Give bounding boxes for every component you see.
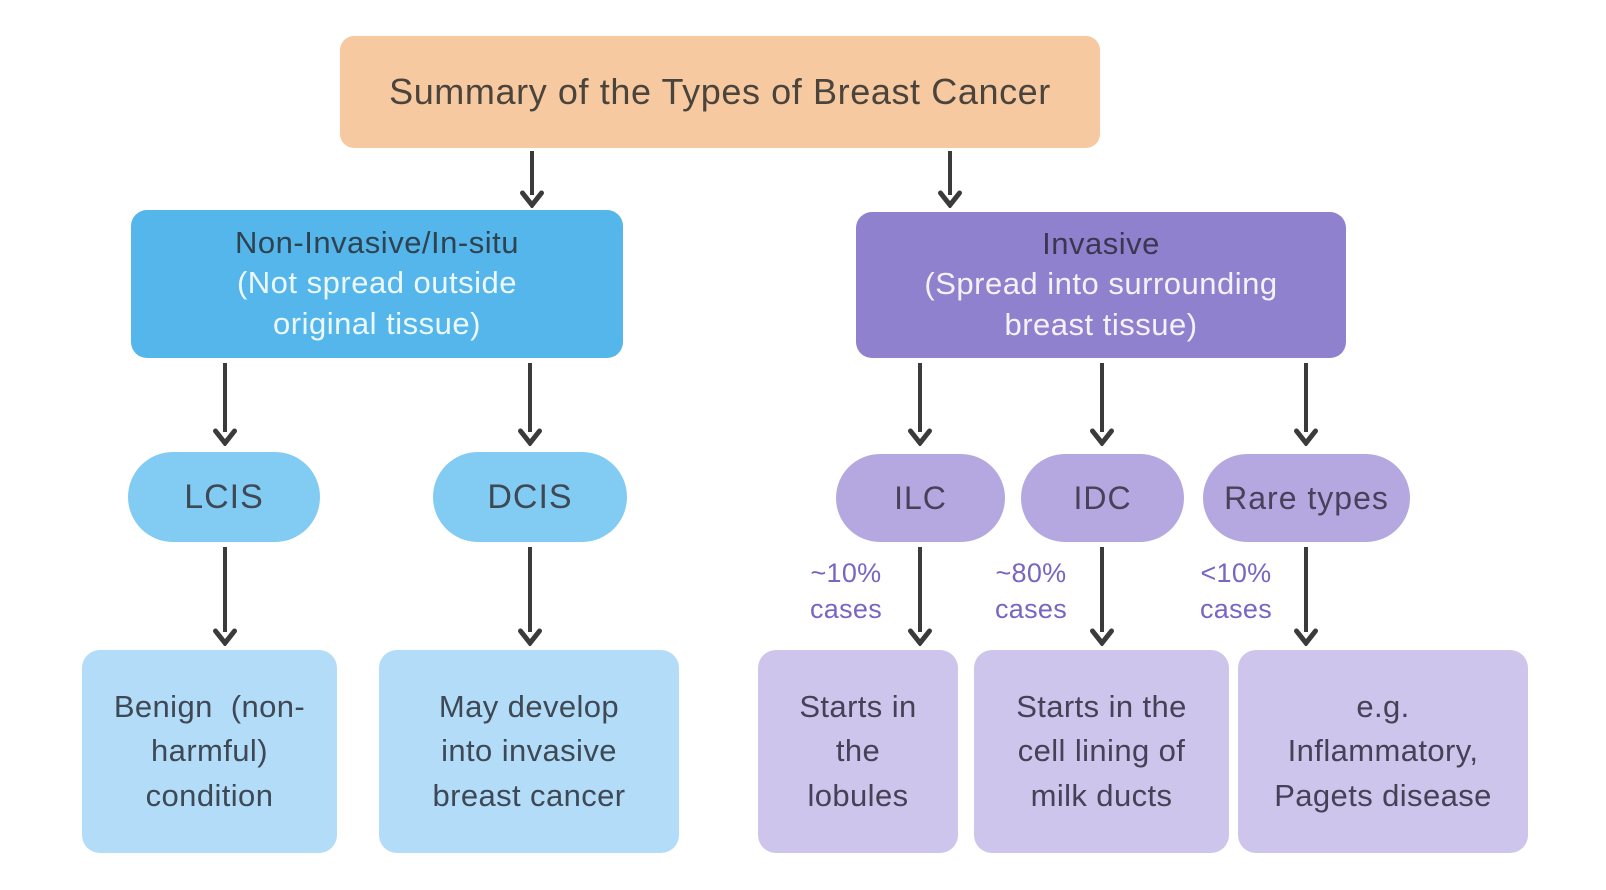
branch-non-invasive-heading: Non-Invasive/In-situ [235, 224, 519, 260]
cases-label-ilc: ~10% cases [809, 558, 883, 624]
arrow-down-icon [1294, 547, 1318, 646]
type-node-ilc: ILC [836, 454, 1005, 542]
cases-label-idc: ~80% cases [994, 558, 1068, 624]
type-node-rare-types: Rare types [1203, 454, 1410, 542]
branch-non-invasive-subheading: (Not spread outside original tissue) [236, 265, 518, 342]
leaf-node-idc-description: Starts in the cell lining of milk ducts [974, 650, 1229, 853]
type-label-dcis: DCIS [487, 477, 573, 516]
arrow-down-icon [1090, 363, 1114, 446]
arrow-down-icon [1294, 363, 1318, 446]
root-node: Summary of the Types of Breast Cancer [340, 36, 1100, 148]
type-node-lcis: LCIS [128, 452, 320, 542]
arrow-down-icon [520, 151, 544, 208]
arrow-down-icon [908, 363, 932, 446]
leaf-node-rare-types-description: e.g. Inflammatory, Pagets disease [1238, 650, 1528, 853]
arrow-down-icon [213, 363, 237, 446]
arrow-down-icon [213, 547, 237, 646]
arrow-down-icon [908, 547, 932, 646]
type-node-idc: IDC [1021, 454, 1184, 542]
type-label-lcis: LCIS [184, 477, 264, 516]
type-label-ilc: ILC [894, 479, 947, 516]
type-node-dcis: DCIS [433, 452, 627, 542]
arrow-down-icon [1090, 547, 1114, 646]
leaf-node-ilc-description: Starts in the lobules [758, 650, 958, 853]
cases-label-rare-types: <10% cases [1199, 558, 1273, 624]
branch-invasive-subheading: (Spread into surrounding breast tissue) [924, 266, 1278, 343]
arrow-down-icon [518, 363, 542, 446]
arrow-down-icon [938, 151, 962, 208]
type-label-rare-types: Rare types [1224, 479, 1389, 516]
arrow-down-icon [518, 547, 542, 646]
leaf-node-dcis-description: May develop into invasive breast cancer [379, 650, 679, 853]
type-label-idc: IDC [1073, 479, 1132, 516]
leaf-node-lcis-description: Benign (non- harmful) condition [82, 650, 337, 853]
branch-invasive-heading: Invasive [1042, 225, 1160, 261]
branch-node-non-invasive: Non-Invasive/In-situ (Not spread outside… [131, 210, 623, 358]
branch-node-invasive: Invasive (Spread into surrounding breast… [856, 212, 1346, 358]
diagram-title: Summary of the Types of Breast Cancer [389, 71, 1051, 112]
